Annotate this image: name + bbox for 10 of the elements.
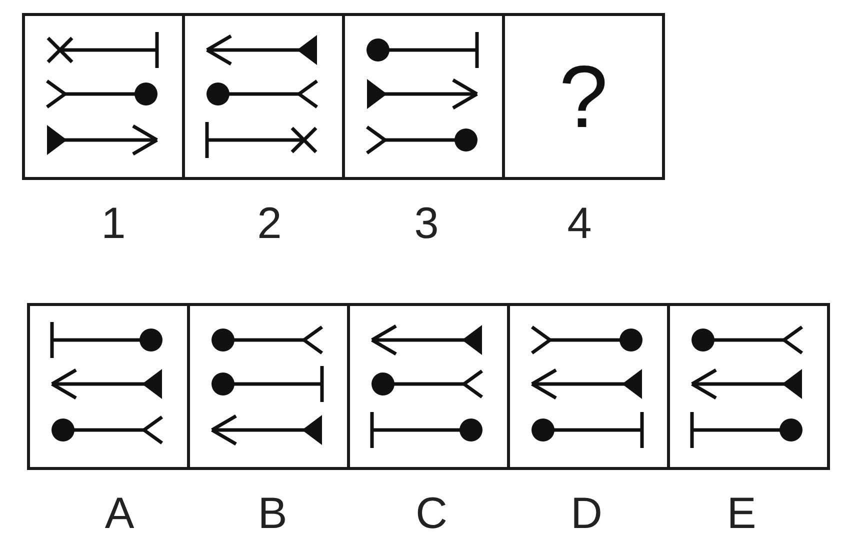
- option-letter: A: [104, 492, 134, 536]
- option-letter: C: [416, 492, 448, 536]
- option-letter: E: [726, 492, 756, 536]
- figure-number: 1: [101, 202, 126, 246]
- figure-number: 3: [414, 202, 439, 246]
- option-letter: D: [570, 492, 602, 536]
- question-mark: ?: [559, 52, 608, 140]
- figure-number: 4: [567, 202, 592, 246]
- figure-number: 2: [257, 202, 282, 246]
- option-letter: B: [258, 492, 288, 536]
